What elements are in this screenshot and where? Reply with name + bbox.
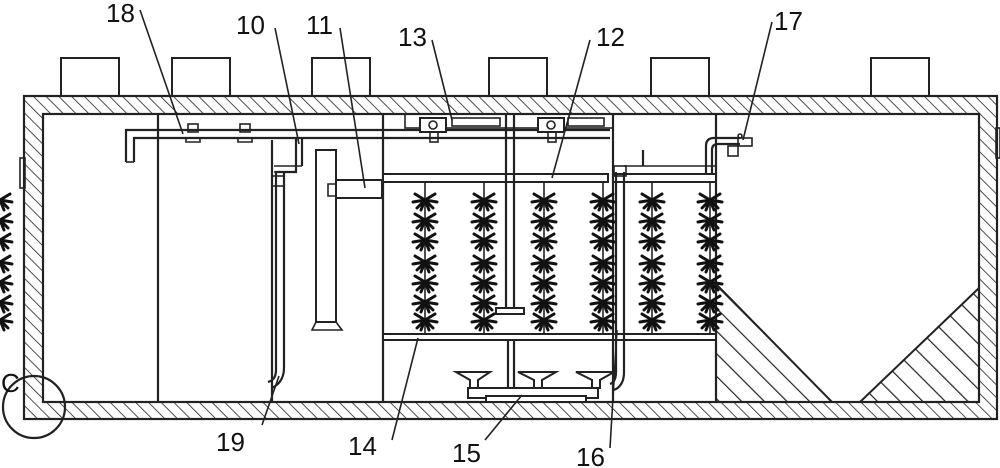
duct-11 <box>310 149 383 331</box>
label-c: C <box>1 368 20 398</box>
leader-lines <box>139 9 773 449</box>
top-devices <box>404 113 614 143</box>
callout-labels: 18 10 11 13 12 17 C 19 14 15 16 <box>1 0 803 468</box>
pipe-16 <box>609 150 716 392</box>
label-17: 17 <box>774 6 803 36</box>
label-15: 15 <box>452 438 481 468</box>
label-11: 11 <box>306 10 333 40</box>
label-14: 14 <box>348 431 377 461</box>
detail-circle-c <box>1 374 67 440</box>
outlet-pipe-17 <box>704 133 753 174</box>
label-10: 10 <box>236 10 265 40</box>
brush-fillers <box>0 182 722 334</box>
filler-frame <box>382 114 717 390</box>
partitions <box>156 114 718 402</box>
manhole-covers <box>60 57 930 97</box>
tank-wall <box>19 94 1000 421</box>
label-16: 16 <box>576 442 605 468</box>
label-13: 13 <box>398 22 427 52</box>
top-pipe <box>124 123 610 389</box>
label-18: 18 <box>106 0 135 28</box>
label-12: 12 <box>596 22 625 52</box>
aerators <box>452 371 618 403</box>
label-19: 19 <box>216 427 245 457</box>
sloped-hopper <box>715 281 980 403</box>
